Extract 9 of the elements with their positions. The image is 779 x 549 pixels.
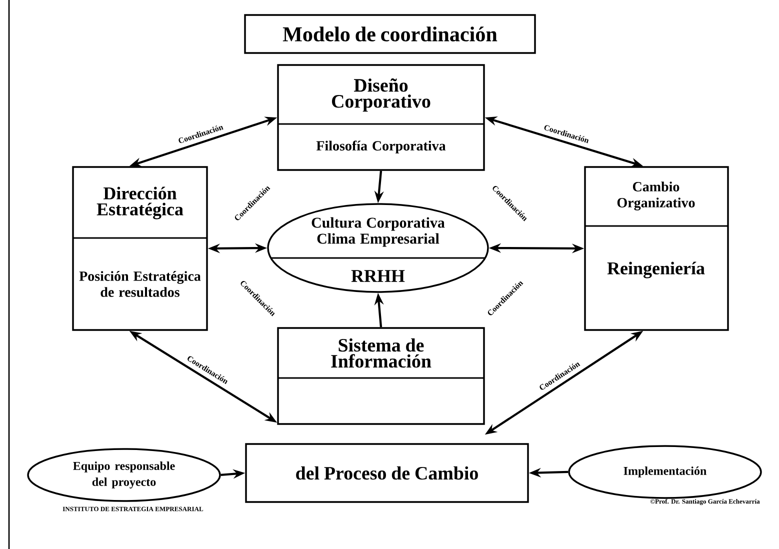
- process-box: del Proceso de Cambio: [245, 443, 529, 503]
- ellipse-node: Cultura Corporativa Clima Empresarial RRHH: [267, 203, 489, 293]
- ellipse-node: Equipo responsable del proyecto: [27, 448, 221, 502]
- process-box: Diseño Corporativo Filosofía Corporativa: [277, 64, 485, 171]
- process-box: Dirección Estratégica Posición Estratégica de resultados: [72, 166, 208, 331]
- ellipse-node: Implementación: [568, 445, 762, 499]
- process-box: Cambio Organizativo Reingeniería: [584, 166, 729, 331]
- process-box: Sistema de Información: [277, 327, 485, 425]
- process-box: Modelo de coordinación: [244, 14, 536, 54]
